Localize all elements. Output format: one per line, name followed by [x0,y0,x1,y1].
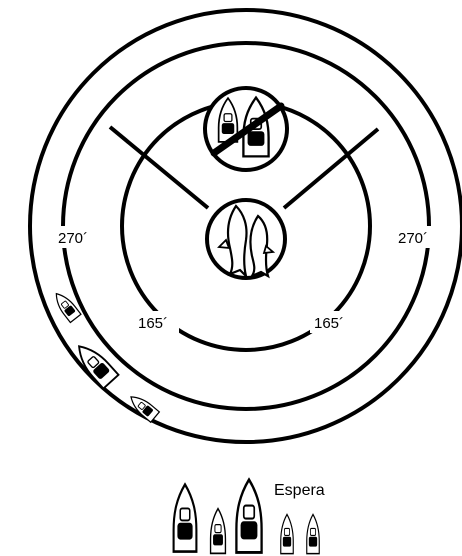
no-boats-icon [205,88,287,170]
inner-label-right: 165´ [314,315,344,332]
legend-label-espera: Espera [274,482,325,499]
whales-icon [207,200,285,278]
outer-label-left: 270´ [58,230,88,247]
outer-label-right: 270´ [398,230,428,247]
inner-label-left: 165´ [138,315,168,332]
